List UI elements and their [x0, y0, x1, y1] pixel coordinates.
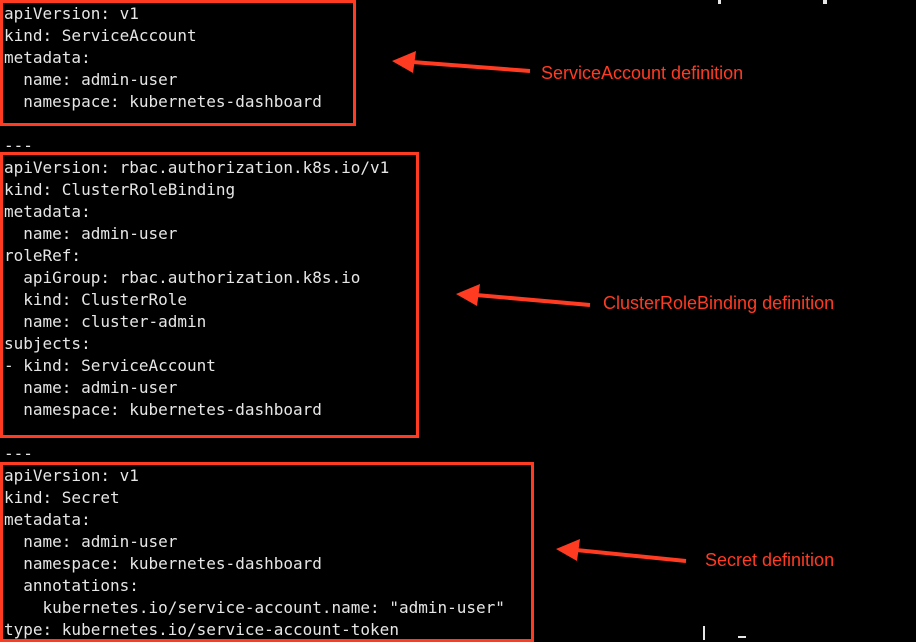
- secret-highlight-box: [0, 462, 534, 642]
- cutoff-text-fragment: [718, 0, 721, 4]
- yaml-line: metadata:: [4, 48, 91, 67]
- yaml-separator: ---: [4, 136, 33, 155]
- service-account-highlight-box: [0, 0, 356, 126]
- yaml-line: kind: ClusterRoleBinding: [4, 180, 236, 199]
- yaml-line: namespace: kubernetes-dashboard: [4, 92, 322, 111]
- yaml-line: apiGroup: rbac.authorization.k8s.io: [4, 268, 361, 287]
- cluster-role-binding-annotation: ClusterRoleBinding definition: [603, 293, 835, 313]
- yaml-line: name: admin-user: [4, 224, 178, 243]
- cutoff-text-fragment: [823, 0, 827, 4]
- yaml-line: - kind: ServiceAccount: [4, 356, 216, 375]
- yaml-line: namespace: kubernetes-dashboard: [4, 400, 322, 419]
- cutoff-text-fragment: [703, 626, 705, 640]
- cutoff-text-fragment: [738, 636, 746, 638]
- cluster-role-binding-highlight-box: [0, 152, 419, 438]
- service-account-arrow-icon: [392, 51, 531, 73]
- cluster-role-binding-arrow-icon: [456, 284, 591, 307]
- yaml-line: apiVersion: rbac.authorization.k8s.io/v1: [4, 158, 390, 177]
- secret-annotation: Secret definition: [705, 550, 835, 570]
- yaml-line: annotations:: [4, 576, 139, 595]
- yaml-separator: ---: [4, 444, 33, 463]
- yaml-line: kind: Secret: [4, 488, 120, 507]
- yaml-line: subjects:: [4, 334, 91, 353]
- yaml-line: metadata:: [4, 510, 91, 529]
- yaml-line: apiVersion: v1: [4, 466, 139, 485]
- yaml-line: type: kubernetes.io/service-account-toke…: [4, 620, 399, 639]
- yaml-line: name: admin-user: [4, 378, 178, 397]
- yaml-line: kubernetes.io/service-account.name: "adm…: [4, 598, 505, 617]
- yaml-line: name: admin-user: [4, 532, 178, 551]
- yaml-line: apiVersion: v1: [4, 4, 139, 23]
- service-account-annotation: ServiceAccount definition: [541, 63, 744, 83]
- yaml-line: kind: ClusterRole: [4, 290, 188, 309]
- yaml-line: name: cluster-admin: [4, 312, 207, 331]
- yaml-line: namespace: kubernetes-dashboard: [4, 554, 322, 573]
- yaml-line: roleRef:: [4, 246, 82, 265]
- yaml-line: metadata:: [4, 202, 91, 221]
- yaml-line: kind: ServiceAccount: [4, 26, 197, 45]
- yaml-line: name: admin-user: [4, 70, 178, 89]
- secret-arrow-icon: [556, 539, 687, 563]
